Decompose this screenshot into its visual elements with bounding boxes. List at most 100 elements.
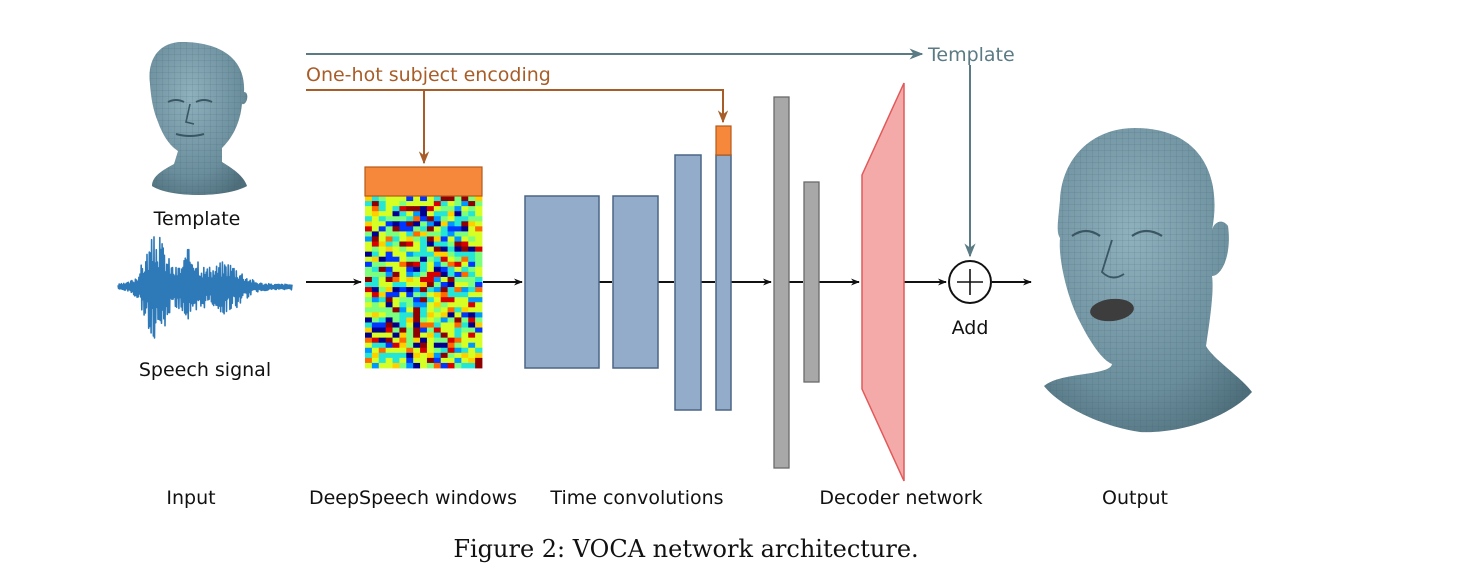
heatmap-cell: [392, 241, 400, 247]
heatmap-cell: [454, 312, 462, 318]
add-label: Add: [952, 317, 989, 339]
heatmap-cell: [406, 216, 414, 222]
heatmap-cell: [413, 352, 421, 359]
heatmap-cell: [433, 352, 442, 359]
heatmap-cell: [406, 236, 414, 242]
heatmap-cell: [406, 271, 414, 278]
heatmap-cell: [378, 251, 387, 258]
heatmap-cell: [440, 246, 448, 253]
heatmap-cell: [461, 332, 469, 339]
heatmap-cell: [399, 236, 407, 242]
heatmap-cell: [406, 297, 414, 303]
heatmap-cell: [385, 297, 393, 303]
heatmap-cell: [378, 332, 387, 339]
heatmap-cell: [392, 246, 400, 253]
heatmap-cell: [371, 231, 380, 237]
heatmap-cell: [447, 347, 455, 354]
heatmap-cell: [440, 231, 448, 237]
heatmap-cell: [440, 266, 448, 273]
heatmap-cell: [365, 282, 373, 288]
heatmap-cell: [461, 287, 469, 293]
heatmap-cell: [475, 221, 483, 227]
heatmap-cell: [406, 357, 414, 364]
heatmap-cell: [433, 236, 442, 242]
heatmap-cell: [426, 287, 435, 293]
heatmap-cell: [385, 342, 393, 349]
heatmap-cell: [365, 362, 373, 369]
heatmap-cell: [426, 362, 435, 369]
heatmap-cell: [461, 337, 469, 344]
heatmap-cell: [433, 302, 442, 308]
heatmap-cell: [426, 256, 435, 263]
heatmap-cell: [475, 302, 483, 308]
heatmap-cell: [365, 256, 373, 263]
heatmap-cell: [475, 226, 483, 232]
heatmap-cell: [406, 337, 414, 344]
heatmap-cell: [365, 332, 373, 339]
heatmap-cell: [406, 241, 414, 247]
heatmap-cell: [378, 221, 387, 227]
heatmap-cell: [420, 312, 428, 318]
heatmap-cell: [371, 276, 380, 283]
heatmap-cell: [385, 206, 393, 212]
heatmap-cell: [399, 216, 407, 222]
heatmap-cell: [385, 327, 393, 333]
heatmap-cell: [461, 327, 469, 333]
heatmap-cell: [461, 241, 469, 247]
heatmap-cell: [433, 226, 442, 232]
heatmap-cell: [413, 362, 421, 369]
heatmap-cell: [371, 221, 380, 227]
stage-decoder-label: Decoder network: [819, 487, 982, 509]
heatmap-cell: [392, 307, 400, 313]
heatmap-cell: [399, 322, 407, 328]
heatmap-cell: [413, 287, 421, 293]
heatmap-cell: [399, 357, 407, 364]
heatmap-cell: [420, 332, 428, 339]
heatmap-cell: [365, 337, 373, 344]
heatmap-cell: [426, 271, 435, 278]
heatmap-cell: [426, 312, 435, 318]
heatmap-cell: [406, 221, 414, 227]
heatmap-cell: [399, 251, 407, 258]
heatmap-cell: [426, 251, 435, 258]
heatmap-cell: [406, 282, 414, 288]
heatmap-cell: [420, 307, 428, 313]
heatmap-cell: [399, 317, 407, 323]
heatmap-cell: [399, 312, 407, 318]
heatmap-cell: [454, 327, 462, 333]
heatmap-cell: [433, 231, 442, 237]
heatmap-cell: [461, 221, 469, 227]
heatmap-cell: [454, 221, 462, 227]
heatmap-cell: [433, 282, 442, 288]
heatmap-cell: [440, 317, 448, 323]
heatmap-cell: [420, 297, 428, 303]
heatmap-cell: [378, 322, 387, 328]
heatmap-cell: [433, 196, 442, 202]
heatmap-cell: [468, 216, 476, 222]
heatmap-cell: [468, 221, 476, 227]
heatmap-cell: [392, 317, 400, 323]
heatmap-cell: [420, 322, 428, 328]
heatmap-cell: [385, 317, 393, 323]
heatmap-cell: [454, 271, 462, 278]
heatmap-cell: [447, 312, 455, 318]
heatmap-cell: [426, 352, 435, 359]
heatmap-cell: [371, 246, 380, 253]
heatmap-cell: [454, 352, 462, 359]
heatmap-cell: [468, 236, 476, 242]
heatmap-cell: [392, 322, 400, 328]
heatmap-cell: [475, 342, 483, 349]
heatmap-cell: [371, 322, 380, 328]
heatmap-cell: [475, 206, 483, 212]
heatmap-cell: [406, 256, 414, 263]
heatmap-cell: [468, 246, 476, 253]
heatmap-cell: [440, 347, 448, 354]
heatmap-cell: [413, 246, 421, 253]
heatmap-cell: [413, 241, 421, 247]
heatmap-cell: [426, 292, 435, 298]
heatmap-cell: [433, 241, 442, 247]
heatmap-cell: [413, 276, 421, 283]
heatmap-cell: [413, 201, 421, 207]
heatmap-cell: [406, 246, 414, 253]
